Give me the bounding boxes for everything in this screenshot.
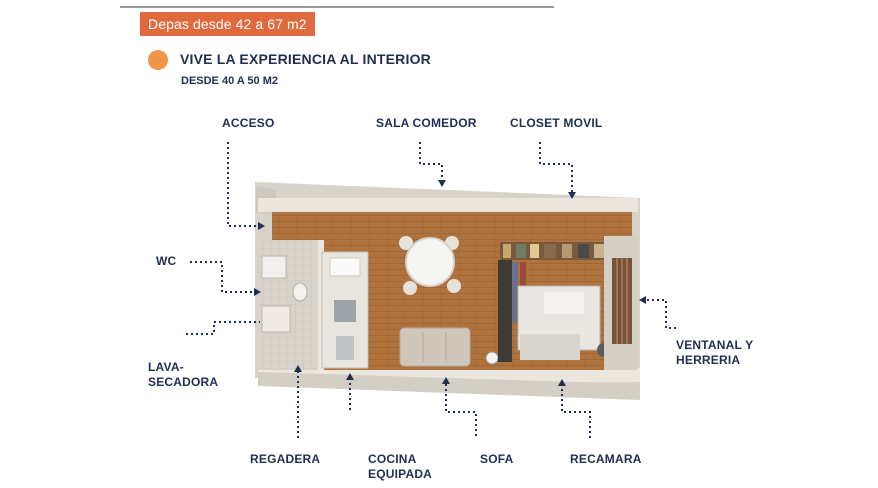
label-acceso: ACCESO — [222, 116, 275, 130]
size-badge: Depas desde 42 a 67 m2 — [140, 12, 315, 36]
bathroom — [258, 240, 324, 372]
callout-leaders — [186, 142, 676, 438]
label-ventanal-herreria: VENTANAL Y HERRERIA — [676, 338, 754, 367]
section-title: VIVE LA EXPERIENCIA AL INTERIOR — [180, 51, 431, 67]
label-recamara: RECAMARA — [570, 452, 642, 466]
label-sala-comedor: SALA COMEDOR — [376, 116, 477, 130]
label-cocina-equipada: COCINA EQUIPADA — [368, 452, 433, 481]
orange-dot-icon — [148, 50, 168, 70]
window-bars — [604, 236, 638, 370]
callout-arrowheads — [254, 180, 646, 386]
label-regadera: REGADERA — [250, 452, 321, 466]
top-divider — [120, 6, 554, 8]
bed — [517, 285, 611, 360]
dining-table — [399, 236, 461, 295]
kitchen — [321, 251, 369, 369]
label-sofa: SOFA — [480, 452, 514, 466]
section-subtitle: DESDE 40 A 50 M2 — [181, 75, 279, 87]
label-closet-movil: CLOSET MOVIL — [510, 116, 603, 130]
label-wc: WC — [156, 254, 177, 268]
label-lava-secadora: LAVA- SECADORA — [148, 360, 219, 389]
closet — [498, 242, 630, 362]
